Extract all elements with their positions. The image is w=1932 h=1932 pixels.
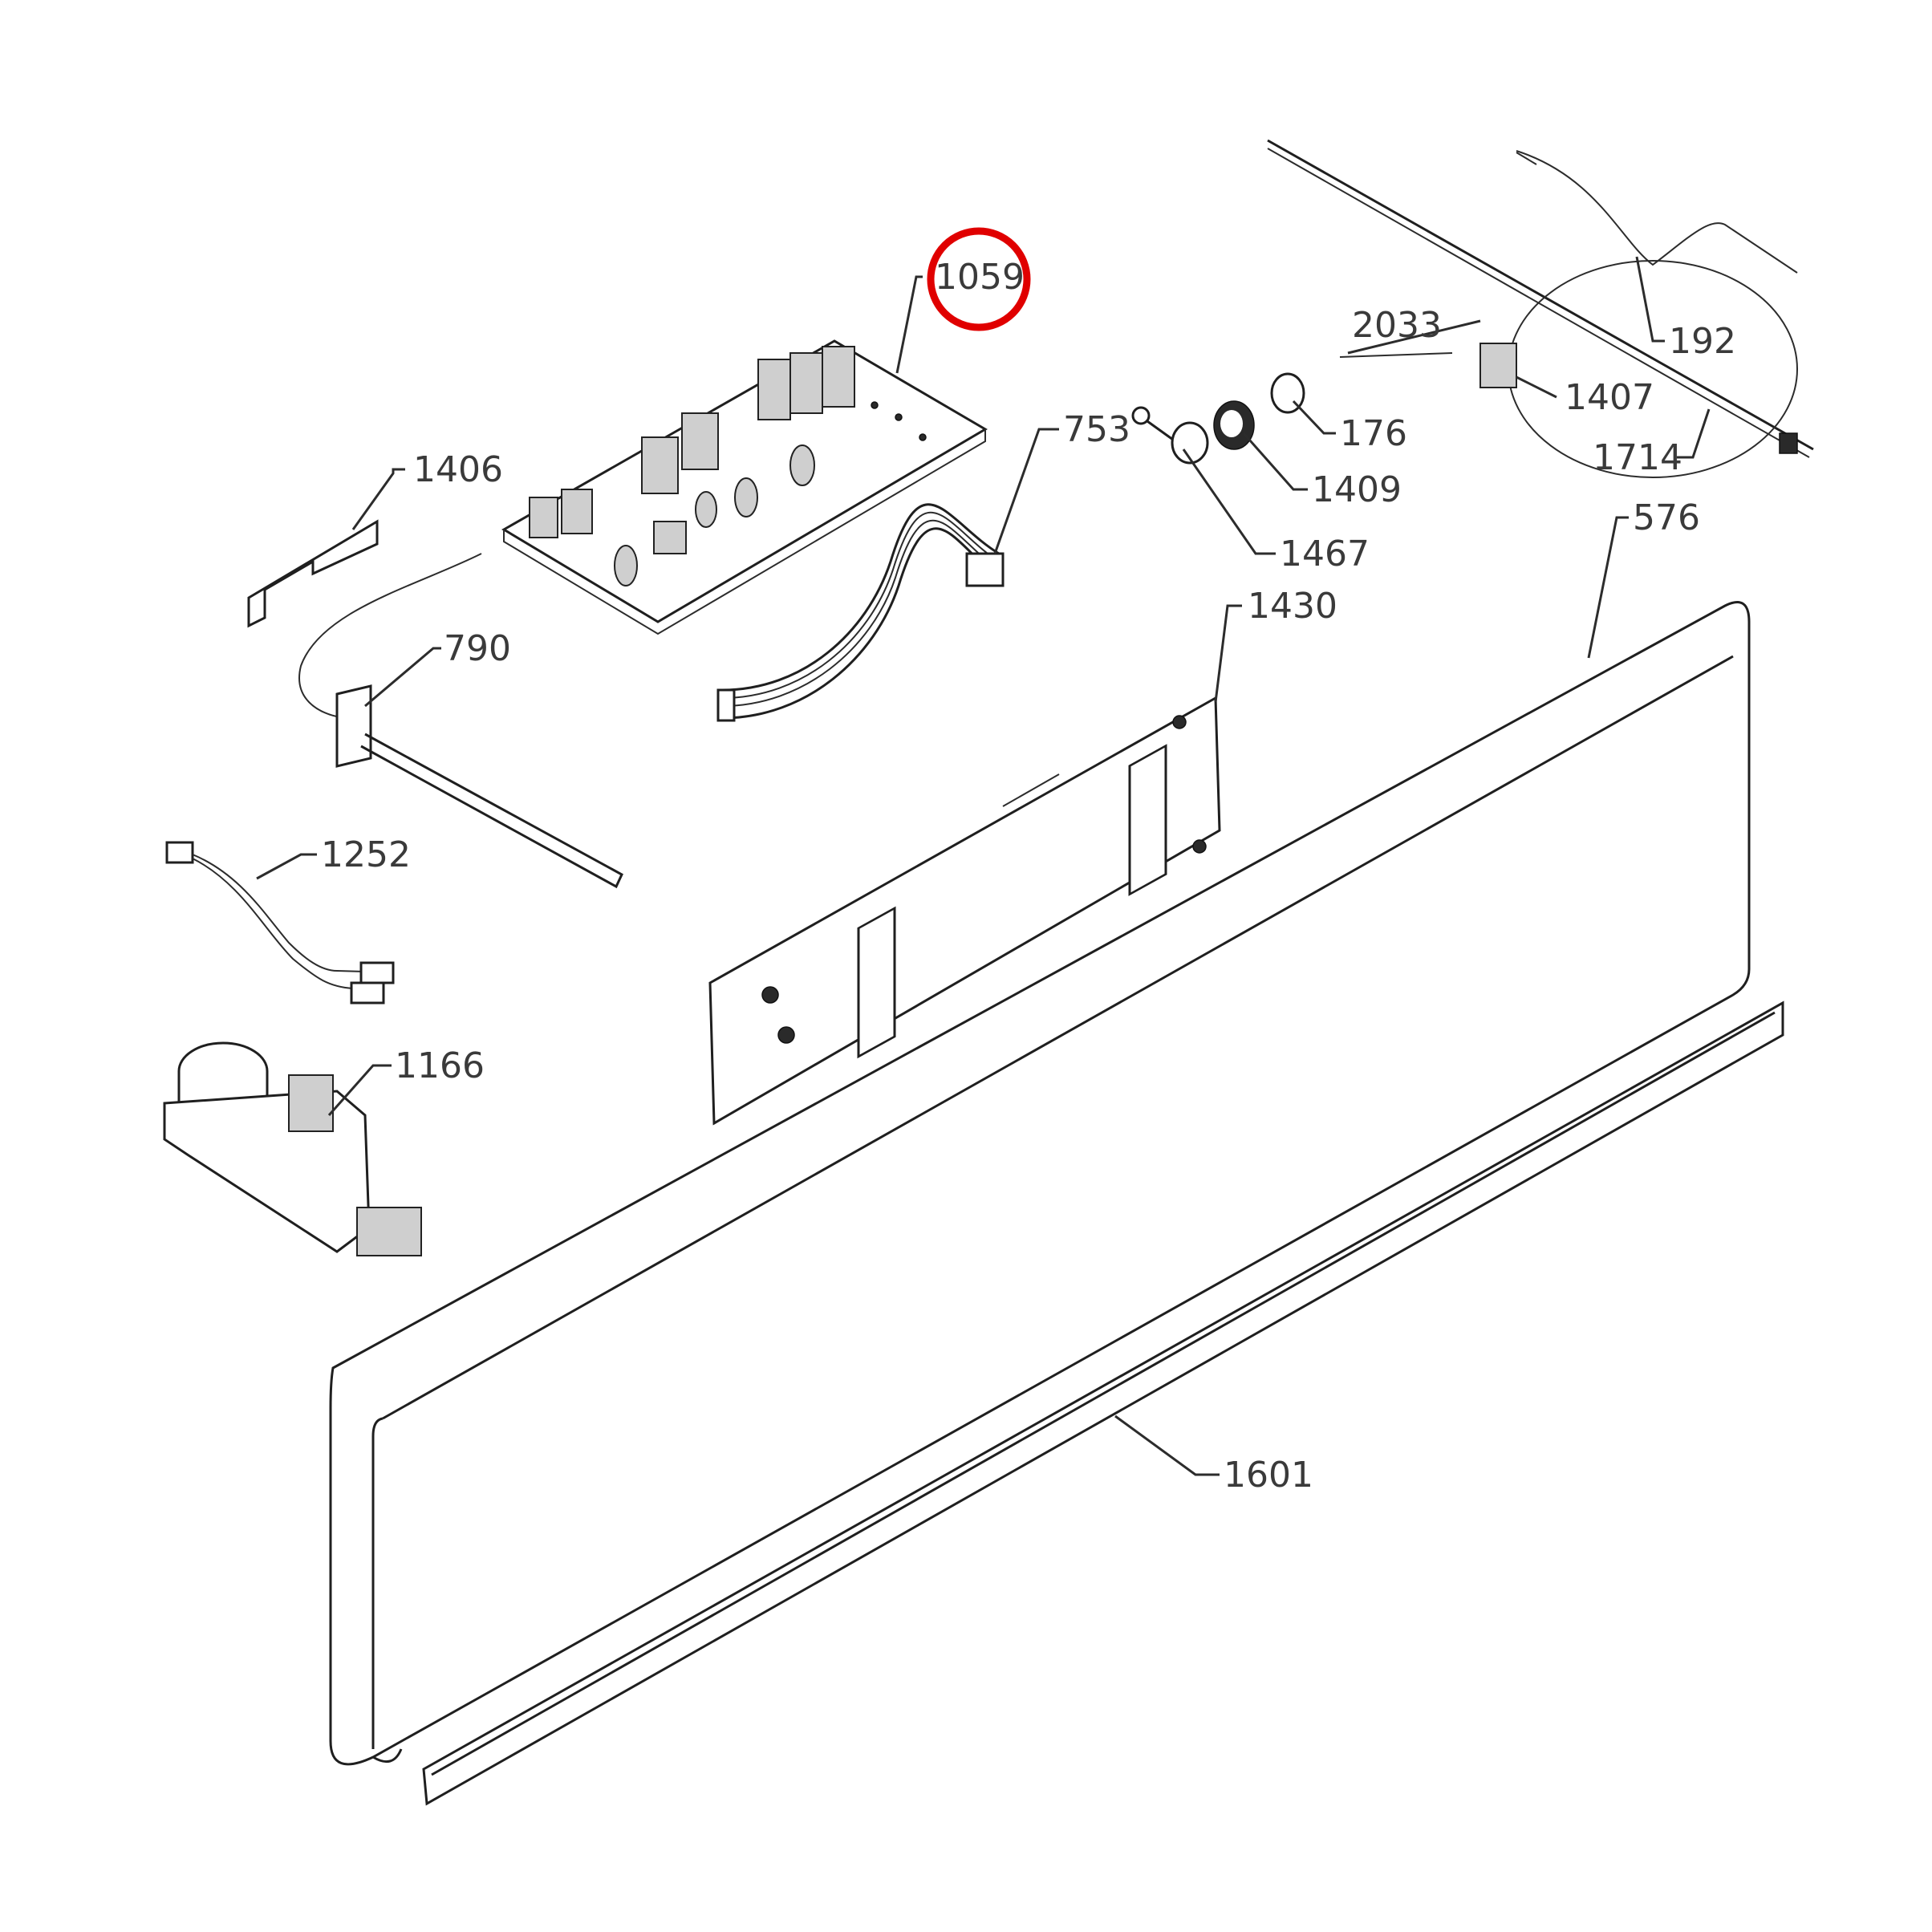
highlight-circle xyxy=(927,227,1031,331)
leader-lines xyxy=(256,256,1711,1476)
control-panel-glass xyxy=(329,601,1751,1766)
label-2033: 2033 xyxy=(1352,305,1442,346)
label-790: 790 xyxy=(444,628,511,669)
label-1407: 1407 xyxy=(1565,377,1654,418)
label-1252: 1252 xyxy=(321,834,411,875)
door-lock-motor xyxy=(163,1041,422,1256)
label-753: 753 xyxy=(1063,409,1130,450)
knob-assembly xyxy=(1131,372,1305,465)
wire-harness-small xyxy=(165,841,395,1005)
label-576: 576 xyxy=(1633,497,1700,538)
label-1467: 1467 xyxy=(1280,534,1370,574)
control-pcb xyxy=(708,696,1221,1126)
label-1601: 1601 xyxy=(1224,1455,1313,1496)
label-1406: 1406 xyxy=(413,449,503,490)
bracket xyxy=(247,519,379,628)
cable-assembly-detail xyxy=(1267,139,1814,478)
gasket-strip xyxy=(422,1000,1784,1806)
part-labels: 1059 1406 790 1252 1166 753 1467 1409 17… xyxy=(321,257,1736,1496)
temperature-probe xyxy=(298,553,623,889)
label-1059: 1059 xyxy=(935,257,1025,298)
label-1166: 1166 xyxy=(395,1045,485,1086)
main-pcb xyxy=(501,339,988,635)
label-1409: 1409 xyxy=(1312,469,1402,510)
label-1430: 1430 xyxy=(1248,586,1337,627)
ribbon-cable xyxy=(716,503,1005,722)
label-1714: 1714 xyxy=(1593,437,1682,478)
label-176: 176 xyxy=(1340,413,1407,454)
label-192: 192 xyxy=(1669,321,1736,362)
